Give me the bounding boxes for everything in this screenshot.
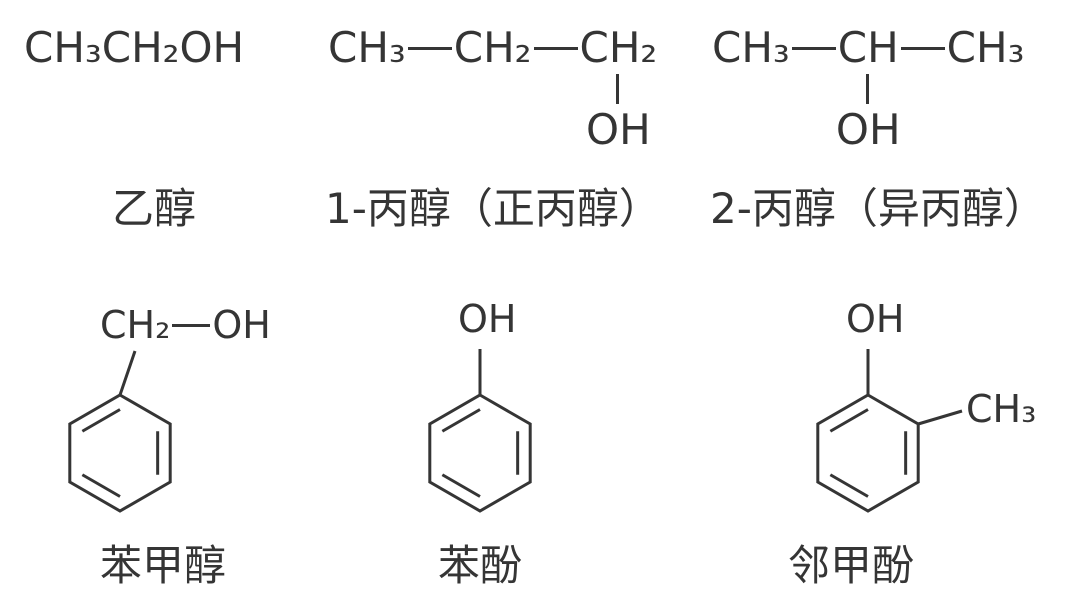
propanol-1-hydroxyl: OH [586,105,651,155]
benzene-ring-benzyl [68,350,172,513]
double-bond-inner [81,408,121,433]
single-bond [533,46,578,50]
benzene-hexagon [428,393,532,513]
double-bond-inner [441,408,481,433]
cresol-methyl-group: CH₃ [966,387,1037,431]
ring-to-ch3-bond [917,409,963,426]
ethanol-label: 乙醇 [112,184,197,233]
phenol-hydroxyl: OH [458,297,517,341]
benzene-hexagon [816,393,920,513]
propanol-1-group-1: CH₃ [328,23,406,72]
benzyl-alcohol-label: 苯甲醇 [100,541,227,590]
cresol-label: 邻甲酚 [788,541,915,590]
propanol-1-group-3: CH₂ [579,23,658,72]
double-bond-inner [829,408,869,433]
double-bond-inner [81,473,121,498]
propanol-2-group-3: CH₃ [946,23,1025,72]
propanol-2-group-1: CH₃ [712,23,790,72]
propanol-1-group-3-wrap: CH₂ OH [579,23,658,154]
propanol-1-group-2: CH₂ [453,23,532,72]
double-bond-inner [441,473,481,498]
single-bond [407,46,452,50]
propanol-2-hydroxyl: OH [835,105,901,155]
cresol-hydroxyl: OH [846,297,905,341]
benzene-ring-phenol [428,349,532,513]
phenol-label: 苯酚 [438,541,523,590]
propanol-1-label: 1-丙醇（正丙醇） [325,184,661,233]
benzyl-hydroxyl: OH [212,303,271,347]
benzyl-substituent: CH₂ OH [100,303,271,348]
single-bond [172,324,211,328]
vertical-bond [866,74,870,105]
propanol-2-structure: CH₃ CH OH CH₃ [712,23,1025,154]
benzene-hexagon [68,393,172,513]
benzene-ring-cresol [816,349,963,513]
single-bond [900,46,945,50]
vertical-bond [616,74,620,105]
ring-to-ch2-bond [118,350,137,396]
single-bond [791,46,836,50]
propanol-1-structure: CH₃ CH₂ CH₂ OH [328,23,658,154]
propanol-2-group-2-wrap: CH OH [836,23,901,154]
benzyl-ch2-group: CH₂ [100,303,171,347]
propanol-2-label: 2-丙醇（异丙醇） [710,184,1046,233]
propanol-2-group-2: CH [837,23,899,72]
double-bond-inner [829,473,869,498]
ethanol-formula: CH₃CH₂OH [24,23,245,72]
